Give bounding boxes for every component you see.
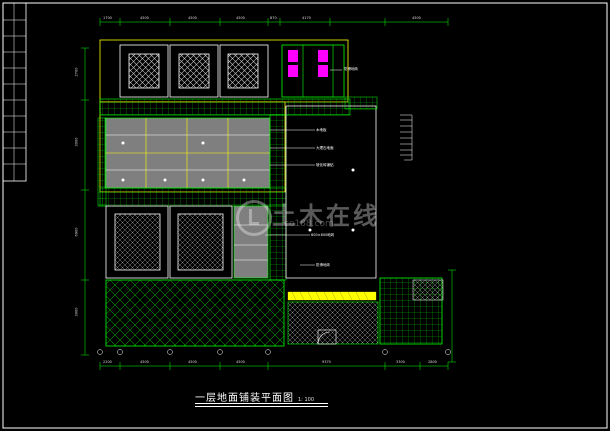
- dim-left-2: 3000: [74, 137, 79, 147]
- top-dimension-line: [99, 18, 449, 26]
- axis-bubbles: [97, 349, 451, 355]
- dim-bottom-5: 9370: [322, 360, 331, 364]
- drawing-scale: 1: 100: [298, 397, 314, 403]
- note-5: 600×600地砖: [311, 233, 335, 237]
- title-strip-lines: [3, 3, 26, 181]
- dim-bottom-3: 4500: [188, 360, 197, 364]
- toilet-area: [281, 44, 345, 98]
- note-4: 玻化砖铺贴: [316, 163, 334, 167]
- note-1: 防滑地砖: [344, 67, 358, 71]
- note-6: 防滑地砖: [316, 263, 330, 267]
- watermark-logo-icon: [236, 200, 272, 236]
- column-markers: [121, 141, 355, 232]
- dim-top-3: 4500: [188, 16, 197, 20]
- leader-lines: [265, 69, 342, 266]
- watermark-subtext: co188.com: [284, 219, 334, 229]
- title-strip: [2, 2, 27, 182]
- dim-top-2: 4500: [140, 16, 149, 20]
- title-underline: [195, 403, 328, 404]
- dim-bottom-4: 4500: [236, 360, 245, 364]
- dim-bottom-6: 3300: [396, 360, 405, 364]
- grey-paving-block: [104, 117, 271, 189]
- dim-left-4: 3000: [74, 307, 79, 317]
- dim-left-3: 6900: [74, 227, 79, 237]
- entry-door: [317, 329, 337, 345]
- drawing-title: 一层地面铺装平面图: [195, 393, 294, 404]
- left-dimension-line: [81, 47, 89, 356]
- dim-top-5: 870: [270, 16, 277, 20]
- yellow-strip: [287, 291, 377, 301]
- watermark-text: 土木在线: [272, 202, 380, 230]
- bottom-dimension-line: [99, 362, 449, 370]
- note-3: 大理石地面: [316, 146, 334, 150]
- dim-bottom-7: 2800: [428, 360, 437, 364]
- yellow-strip-hatch: [291, 291, 369, 301]
- dim-top-6: 4170: [302, 16, 311, 20]
- right-dimension-line: [448, 269, 456, 363]
- main-hall-outline: [285, 105, 377, 279]
- note-2: 木地板: [316, 128, 327, 132]
- right-room-hatch: [412, 279, 444, 301]
- dim-top-4: 4500: [236, 16, 245, 20]
- dim-top-1: 1700: [103, 16, 112, 20]
- bottom-diag-area: [105, 279, 285, 347]
- entry-hatch-room: [287, 301, 379, 345]
- dim-bottom-1: 2200: [103, 360, 112, 364]
- stair-symbol: [400, 114, 413, 161]
- dim-left-1: 2700: [74, 67, 79, 77]
- title-underline-2: [195, 406, 328, 407]
- corridor-grid: [99, 98, 351, 116]
- dim-bottom-2: 4500: [140, 360, 149, 364]
- dim-top-7: 4500: [412, 16, 421, 20]
- right-grid-strip: [344, 96, 378, 110]
- top-rooms: [119, 44, 269, 98]
- drawing-title-block: 一层地面铺装平面图 1: 100: [195, 389, 314, 404]
